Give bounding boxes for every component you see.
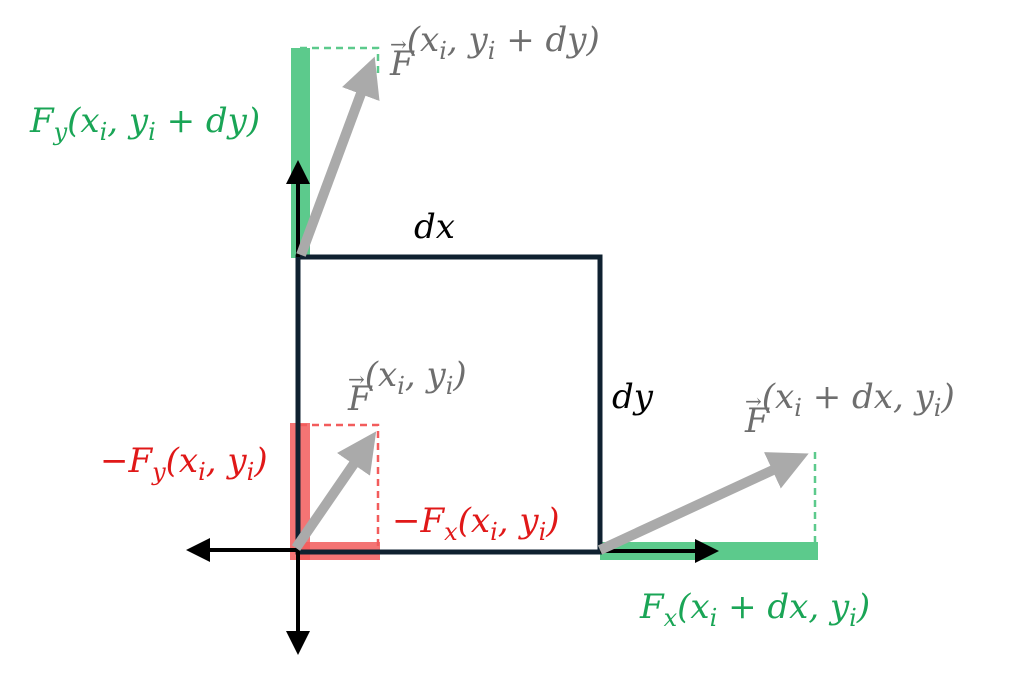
label-segment: , y — [405, 355, 447, 395]
vector-arrow-icon: → — [390, 32, 407, 56]
label-segment: + dy) — [495, 20, 599, 60]
label-neg-fy: −Fy(xi, yi) — [100, 441, 268, 486]
label-f-right: F→(xi + dx, yi) — [744, 377, 955, 441]
label-segment: (x — [458, 501, 490, 541]
label-segment: (x — [67, 101, 99, 141]
label-segment: + dx, y — [802, 377, 935, 417]
label-segment: (x — [365, 355, 397, 395]
subscript: i — [934, 394, 942, 422]
control-volume — [295, 254, 603, 555]
vector-arrow-icon: → — [745, 389, 762, 413]
label-fy-top: Fy(xi, yi + dy) — [29, 101, 260, 146]
label-f-origin: F→(xi, yi) — [347, 355, 467, 419]
label-neg-fx: −Fx(xi, yi) — [392, 501, 560, 546]
subscript: i — [488, 37, 496, 65]
label-segment: (x — [407, 20, 439, 60]
label-segment: (x — [762, 377, 794, 417]
force-vector-top — [296, 56, 380, 257]
subscript: i — [148, 118, 156, 146]
dashed-guide-origin — [300, 423, 380, 552]
subscript: x — [664, 604, 678, 632]
force-vector-right — [597, 452, 809, 555]
subscript: i — [710, 604, 718, 632]
label-segment: , y — [498, 501, 540, 541]
label-segment: −F — [392, 501, 445, 541]
subscript: y — [151, 458, 166, 486]
label-segment: F — [639, 587, 665, 627]
fy-top-bar — [291, 48, 310, 258]
label-segment: ) — [545, 501, 559, 541]
subscript: i — [247, 458, 255, 486]
label-fx-right: Fx(xi + dx, yi) — [639, 587, 870, 632]
dashed-guide-top — [300, 46, 380, 75]
subscript: i — [100, 118, 108, 146]
label-segment: dx — [414, 207, 455, 247]
label-segment: (x — [166, 441, 198, 481]
force-vector-origin — [291, 431, 377, 551]
vector-arrow-icon: → — [348, 367, 365, 391]
subscript: i — [397, 372, 405, 400]
label-segment: ) — [940, 377, 954, 417]
label-dy: dy — [612, 377, 654, 417]
subscript: y — [53, 118, 68, 146]
label-segment: + dy) — [156, 101, 260, 141]
label-segment: , y — [206, 441, 248, 481]
subscript: x — [444, 518, 458, 546]
label-segment: ) — [856, 587, 870, 627]
label-segment: , y — [447, 20, 489, 60]
label-segment: ) — [253, 441, 267, 481]
label-segment: F — [389, 44, 415, 84]
subscript: i — [446, 372, 454, 400]
label-segment: −F — [100, 441, 153, 481]
subscript: i — [439, 37, 447, 65]
label-segment: F — [29, 101, 55, 141]
label-segment: F — [347, 379, 373, 419]
label-segment: dy — [612, 377, 654, 417]
subscript: i — [539, 518, 547, 546]
label-segment: ) — [452, 355, 466, 395]
subscript: i — [849, 604, 857, 632]
label-segment: F — [744, 401, 770, 441]
label-segment: (x — [677, 587, 709, 627]
subscript: i — [490, 518, 498, 546]
subscript: i — [794, 394, 802, 422]
label-segment: , y — [107, 101, 149, 141]
label-f-top: F→(xi, yi + dy) — [389, 20, 600, 84]
label-dx: dx — [414, 207, 455, 247]
label-segment: + dx, y — [717, 587, 850, 627]
subscript: i — [198, 458, 206, 486]
